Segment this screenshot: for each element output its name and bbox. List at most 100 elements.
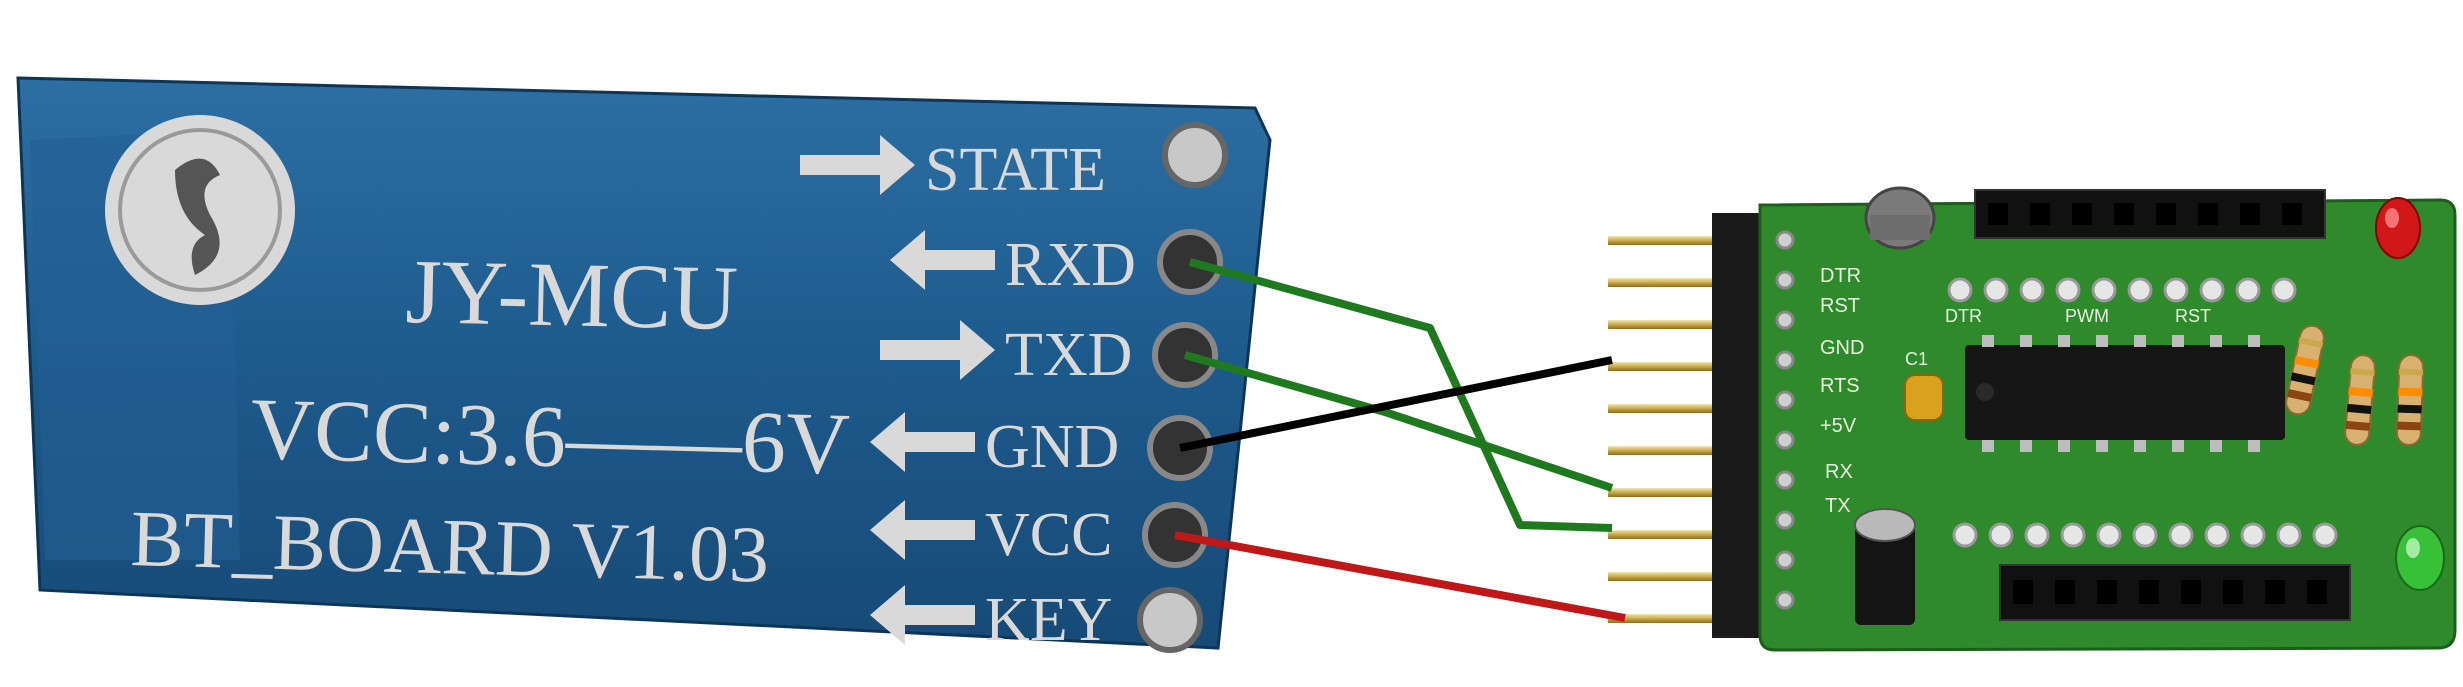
through-hole [1775,390,1795,410]
header-pin [1608,320,1718,329]
through-hole [1775,350,1795,370]
header-pin [1608,404,1718,413]
pin-name: GND [985,413,1119,481]
pin-name: VCC [985,501,1112,569]
ic-leg [2248,335,2260,347]
socket [2198,203,2218,225]
pin-name: RXD [1005,231,1136,299]
ic-leg [2172,335,2184,347]
pin-name: TXD [1005,321,1132,389]
pin-label: GND [1820,337,1864,359]
ic-leg [2058,440,2070,452]
pin-name: KEY [985,586,1112,654]
pin-label-gnd: GND [870,412,1119,481]
header-label: RST [2175,306,2211,326]
pin-label: +5V [1820,415,1857,437]
pad-key [1137,587,1203,653]
ic-leg [2248,440,2260,452]
header-label: DTR [1945,306,1982,326]
pad [2055,277,2081,303]
socket [2114,203,2134,225]
header-pins [1608,236,1718,623]
pad [2019,277,2045,303]
pad [1947,277,1973,303]
pin-name: STATE [925,136,1106,204]
wire-gnd [1179,356,1613,452]
through-hole [1775,550,1795,570]
header-pin [1608,278,1718,287]
wire-rxd-to-tx [1188,258,1613,532]
socket [2072,203,2092,225]
pad [2091,277,2117,303]
wires [1174,258,1626,622]
header-pin [1608,614,1718,623]
ic-leg [2134,335,2146,347]
header-pin [1608,530,1718,539]
pad [2168,522,2194,548]
pad-row-top [1947,277,2297,303]
ic-leg [2096,440,2108,452]
red-led-icon [2375,197,2421,259]
socket [2013,580,2033,604]
pin-label-rxd: RXD [890,230,1136,299]
header-pin [1608,236,1718,245]
pad [2240,522,2266,548]
ic-leg [2210,335,2222,347]
through-hole [1775,230,1795,250]
socket [2265,580,2285,604]
ic-leg [2020,335,2032,347]
top-female-header [1974,189,2326,239]
pad [2096,522,2122,548]
pad-row-bottom [1952,522,2338,548]
socket [2055,580,2075,604]
capacitor-electrolytic [1854,508,1916,625]
pad [2235,277,2261,303]
green-led-icon [2395,525,2445,591]
pad [2271,277,2297,303]
resistor [2285,324,2325,416]
ic-leg [2172,440,2184,452]
ic-leg [2134,440,2146,452]
pin-label: RTS [1820,375,1860,397]
jy-logo-icon [105,115,295,305]
pin-label: RST [1820,295,1860,317]
pad-state [1162,122,1228,188]
ic-chip [1965,335,2285,452]
socket [2307,580,2327,604]
resistor [2344,354,2376,446]
model-label: BT_BOARD V1.03 [130,495,771,600]
pad [2199,277,2225,303]
socket [2030,203,2050,225]
header-label: PWM [2065,306,2109,326]
ic-leg [1982,335,1994,347]
pin-label: TX [1825,495,1851,517]
brand-label: JY-MCU [405,240,739,349]
through-hole [1775,430,1795,450]
socket [2223,580,2243,604]
socket [1988,203,2008,225]
ic-leg [2096,335,2108,347]
ic-leg [2210,440,2222,452]
ic-leg [2020,440,2032,452]
pin-label-txd: TXD [880,320,1132,389]
bottom-female-header [1999,564,2351,621]
solder-pads [1137,122,1228,653]
socket [2156,203,2176,225]
header-housing [1712,213,1760,638]
voltage-label: VCC:3.6——6V [249,381,850,494]
ic-leg [1982,440,1994,452]
pad [2127,277,2153,303]
socket [2282,203,2302,225]
pin-label: RX [1825,461,1853,483]
through-hole [1775,470,1795,490]
bt-pcb [16,76,1272,650]
pad [1988,522,2014,548]
side-pin-labels: DTR RST GND RTS +5V RX TX [1820,265,1864,517]
pad [2060,522,2086,548]
through-hole [1775,270,1795,290]
header-pin [1608,488,1718,497]
cap-label: C1 [1905,349,1928,369]
capacitor-small: C1 [1904,349,1944,421]
bluetooth-module: JY-MCU VCC:3.6——6V BT_BOARD V1.03 STATE … [16,76,1272,654]
pad [1983,277,2009,303]
